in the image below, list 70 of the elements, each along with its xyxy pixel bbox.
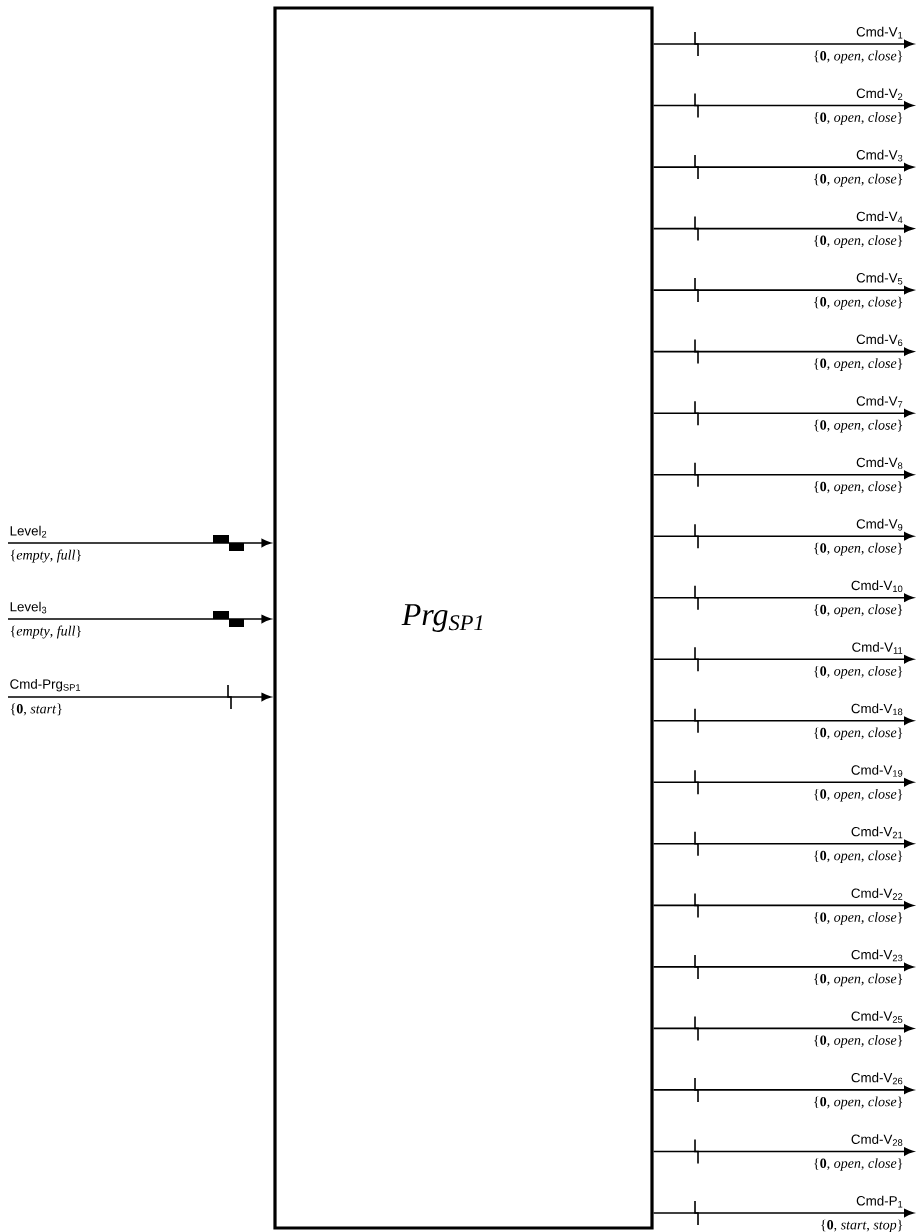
value-set: {0, start}: [10, 703, 62, 716]
signal-name: Cmd-V$_{18}$: [851, 703, 903, 716]
value-set: {0, open, close}: [814, 112, 903, 125]
value-set: {0, open, close}: [814, 296, 903, 310]
signal-arrow: [652, 39, 914, 49]
signal-arrow: [652, 1208, 914, 1218]
value-set: {0, open, close}: [814, 173, 903, 187]
signal-arrow: [652, 532, 914, 541]
signal-arrow: [652, 778, 914, 787]
value-set: {0, open, close}: [814, 419, 903, 433]
value-set: {0, open, close}: [814, 912, 903, 925]
signal-name: Cmd-V$_{1}$: [856, 26, 903, 39]
signal-name: Cmd-V$_{3}$: [856, 149, 903, 162]
signal-name: Level$_{3}$: [10, 601, 47, 614]
value-set: {0, open, close}: [814, 542, 903, 556]
value-set: {0, open, close}: [814, 973, 903, 987]
signal-arrow: [652, 1085, 914, 1094]
signal-name: Cmd-V$_{8}$: [856, 457, 903, 470]
signal-name: Cmd-V$_{10}$: [851, 580, 903, 593]
signal-arrow: [652, 716, 914, 725]
value-set: {0, open, close}: [814, 481, 903, 494]
value-set: {0, open, close}: [814, 358, 903, 371]
signal-arrow: [652, 286, 914, 295]
signal-name: Cmd-V$_{23}$: [851, 949, 903, 962]
value-set: {empty, full}: [10, 625, 81, 639]
signal-name: Cmd-V$_{11}$: [852, 642, 903, 654]
signal-arrow: [652, 839, 914, 848]
signal-name: Cmd-V$_{28}$: [851, 1134, 903, 1146]
signal-arrow: [652, 655, 914, 664]
signal-arrow: [7, 538, 272, 548]
value-set: {empty, full}: [10, 549, 81, 563]
value-set: {0, open, close}: [814, 665, 903, 679]
signal-arrow: [652, 901, 914, 910]
signal-arrow: [652, 1147, 914, 1156]
signal-arrow: [652, 1024, 914, 1033]
signal-arrow: [7, 692, 272, 702]
value-set: {0, open, close}: [814, 50, 903, 64]
signal-name: Cmd-V$_{5}$: [856, 272, 903, 285]
signal-arrow: [652, 470, 914, 479]
signal-arrow: [652, 163, 914, 172]
value-set: {0, open, close}: [814, 1158, 903, 1171]
signal-arrow: [652, 101, 914, 110]
value-set: {0, open, close}: [814, 727, 903, 741]
signal-name: Cmd-V$_{22}$: [851, 888, 903, 900]
signal-arrow: [652, 347, 914, 356]
value-set: {0, open, close}: [814, 235, 903, 248]
value-set: {0, open, close}: [814, 850, 903, 864]
signal-arrow: [7, 614, 272, 624]
signal-arrow: [652, 962, 914, 971]
signal-name: Cmd-Prg$_{SP1}$: [10, 679, 81, 692]
signal-name: Level$_{2}$: [10, 525, 47, 538]
signal-name: Cmd-V$_{6}$: [856, 334, 903, 346]
signal-arrow: [652, 224, 914, 233]
signal-name: Cmd-V$_{21}$: [851, 826, 903, 839]
value-set: {0, open, close}: [814, 788, 903, 802]
signal-arrow: [652, 409, 914, 418]
signal-name: Cmd-V$_{19}$: [851, 764, 903, 777]
signal-name: Cmd-V$_{25}$: [851, 1011, 903, 1023]
value-set: {0, open, close}: [814, 1035, 903, 1048]
signal-name: Cmd-P$_{1}$: [856, 1195, 903, 1208]
signal-name: Cmd-V$_{26}$: [851, 1072, 903, 1085]
signal-name: Cmd-V$_{4}$: [856, 211, 903, 223]
signal-name: Cmd-V$_{9}$: [856, 518, 903, 531]
node-label: Prg$_{SP1}$: [401, 604, 483, 632]
signal-name: Cmd-V$_{2}$: [856, 88, 903, 100]
value-set: {0, start, stop}: [821, 1219, 903, 1232]
signal-name: Cmd-V$_{7}$: [856, 395, 903, 408]
value-set: {0, open, close}: [814, 604, 903, 617]
signal-arrow: [652, 593, 914, 602]
value-set: {0, open, close}: [814, 1096, 903, 1110]
